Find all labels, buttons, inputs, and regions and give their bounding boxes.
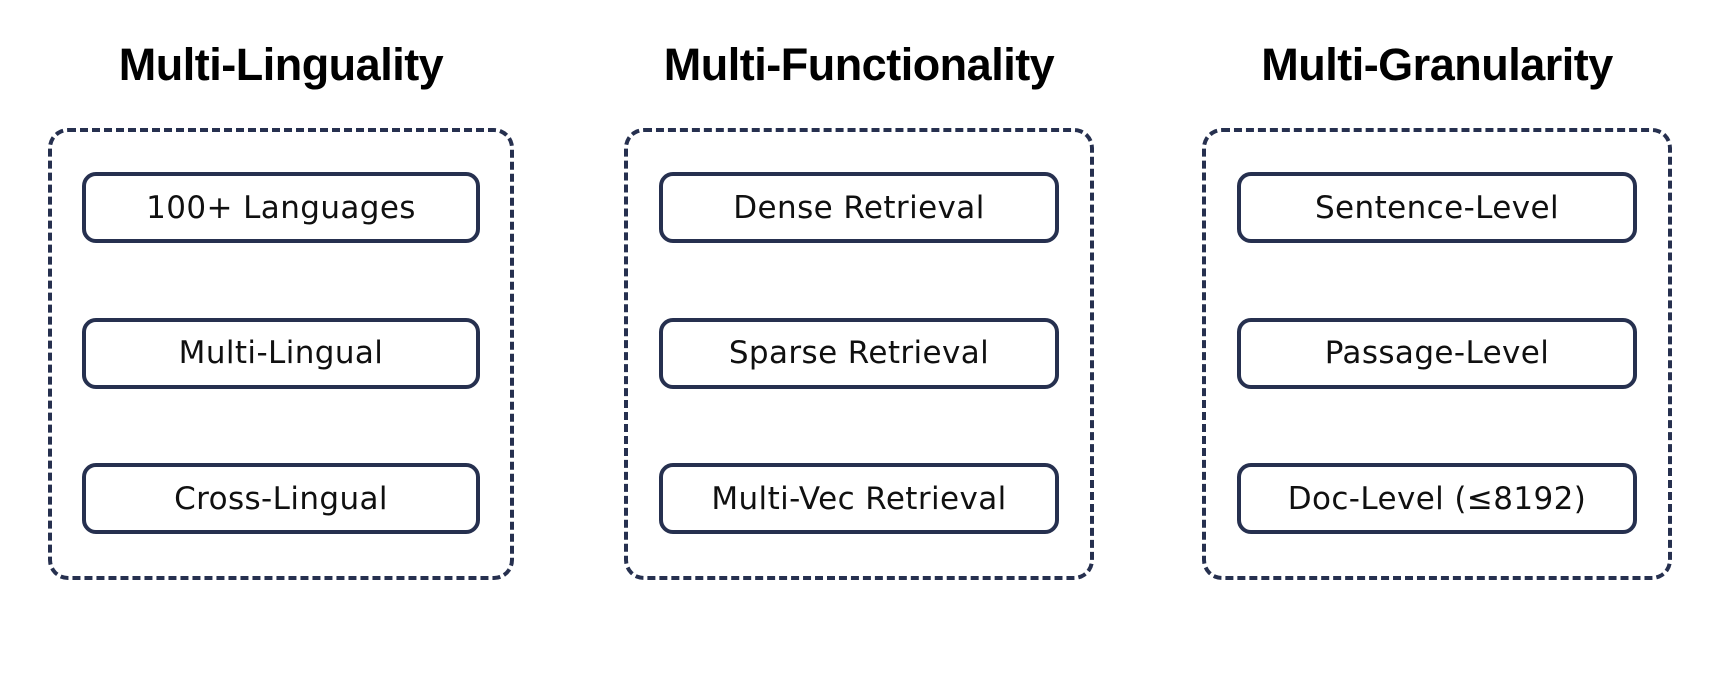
- column-title-multi-functionality: Multi-Functionality: [663, 39, 1055, 90]
- item-box-multi-vec-retrieval: Multi-Vec Retrieval: [659, 463, 1059, 534]
- column-multi-linguality: Multi-Linguality 100+ Languages Multi-Li…: [48, 0, 514, 580]
- dashed-group-multi-linguality: 100+ Languages Multi-Lingual Cross-Lingu…: [48, 128, 514, 580]
- item-box-sentence-level: Sentence-Level: [1237, 172, 1637, 243]
- item-box-passage-level: Passage-Level: [1237, 317, 1637, 389]
- item-label: Sentence-Level: [1314, 189, 1559, 226]
- column-title-multi-granularity: Multi-Granularity: [1261, 39, 1613, 90]
- item-label: Dense Retrieval: [733, 189, 985, 226]
- item-label: Passage-Level: [1324, 335, 1550, 371]
- item-box-cross-lingual: Cross-Lingual: [82, 463, 480, 534]
- dashed-group-multi-functionality: Dense Retrieval Sparse Retrieval Multi-V…: [624, 128, 1094, 580]
- item-box-100-plus-languages: 100+ Languages: [82, 172, 480, 243]
- column-multi-granularity: Multi-Granularity Sentence-Level Passage…: [1202, 0, 1672, 580]
- item-label: 100+ Languages: [146, 189, 416, 226]
- column-title-multi-linguality: Multi-Linguality: [118, 39, 444, 90]
- column-multi-functionality: Multi-Functionality Dense Retrieval Spar…: [624, 0, 1094, 580]
- item-box-multi-lingual: Multi-Lingual: [82, 317, 480, 389]
- item-label: Cross-Lingual: [174, 480, 388, 517]
- item-label: Multi-Vec Retrieval: [711, 480, 1007, 517]
- item-box-sparse-retrieval: Sparse Retrieval: [659, 317, 1059, 389]
- dashed-group-multi-granularity: Sentence-Level Passage-Level Doc-Level (…: [1202, 128, 1672, 580]
- item-box-dense-retrieval: Dense Retrieval: [659, 172, 1059, 243]
- item-label: Multi-Lingual: [178, 335, 384, 371]
- item-box-doc-level: Doc-Level (≤8192): [1237, 463, 1637, 534]
- item-label: Doc-Level (≤8192): [1287, 480, 1587, 517]
- item-label: Sparse Retrieval: [728, 335, 990, 371]
